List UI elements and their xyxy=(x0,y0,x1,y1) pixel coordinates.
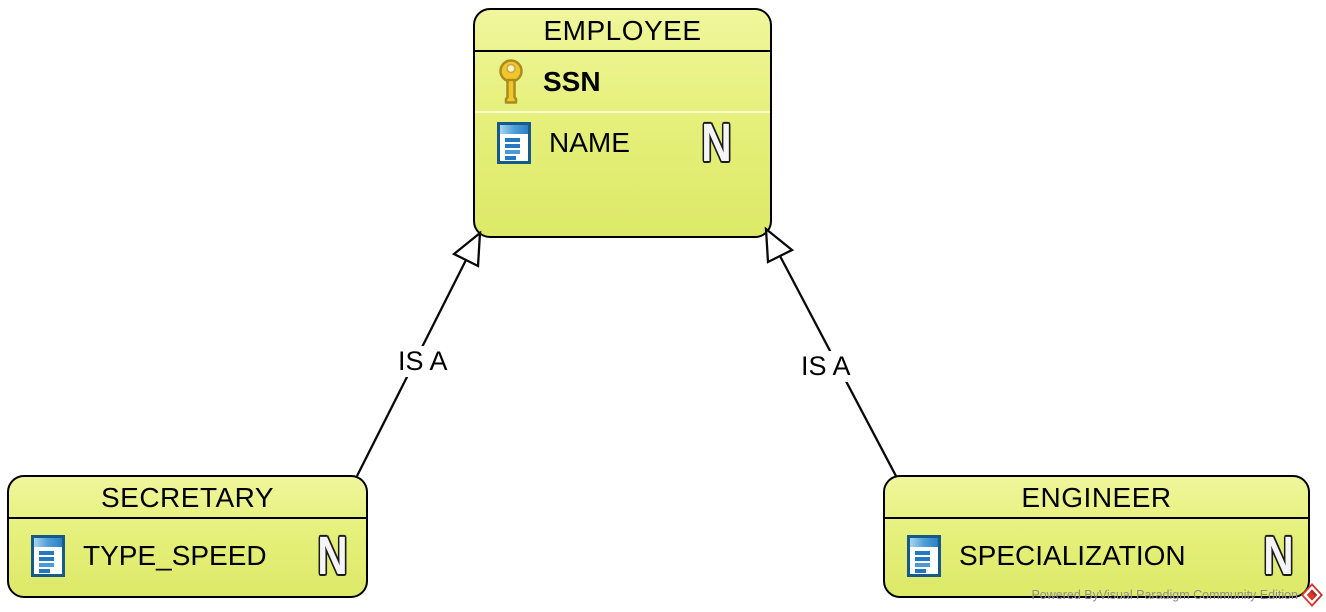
column-row-type-speed[interactable]: TYPE_SPEED N xyxy=(9,519,366,593)
watermark: Powered ByVisual Paradigm Community Edit… xyxy=(1031,582,1324,608)
column-icon xyxy=(907,535,941,577)
entity-secretary[interactable]: SECRETARY TYPE_SPEED N xyxy=(7,475,368,598)
column-icon xyxy=(31,535,65,577)
column-row-ssn[interactable]: SSN xyxy=(475,52,770,113)
nullable-badge: N xyxy=(701,112,732,173)
relationship-label-isa-right[interactable]: IS A xyxy=(798,351,854,382)
primary-key-icon xyxy=(499,58,523,104)
nullable-badge: N xyxy=(1263,526,1294,586)
column-row-specialization[interactable]: SPECIALIZATION N xyxy=(885,519,1308,593)
entity-employee[interactable]: EMPLOYEE SSN xyxy=(473,8,772,238)
entity-title: EMPLOYEE xyxy=(475,10,770,52)
generalization-arrowhead-left[interactable] xyxy=(451,230,482,268)
entity-title: ENGINEER xyxy=(885,477,1308,519)
watermark-text: Powered ByVisual Paradigm Community Edit… xyxy=(1031,588,1298,602)
column-name: SSN xyxy=(543,65,601,97)
generalization-arrowhead-right[interactable] xyxy=(764,226,795,264)
column-row-name[interactable]: NAME N xyxy=(475,113,770,172)
column-name: TYPE_SPEED xyxy=(83,540,267,571)
visual-paradigm-logo-icon xyxy=(1301,583,1323,607)
column-name: SPECIALIZATION xyxy=(959,540,1186,571)
entity-engineer[interactable]: ENGINEER SPECIALIZATION N xyxy=(883,475,1310,598)
entity-title: SECRETARY xyxy=(9,477,366,519)
relationship-label-isa-left[interactable]: IS A xyxy=(395,346,451,377)
column-name: NAME xyxy=(549,126,630,158)
column-icon xyxy=(497,121,531,164)
nullable-badge: N xyxy=(317,526,348,586)
